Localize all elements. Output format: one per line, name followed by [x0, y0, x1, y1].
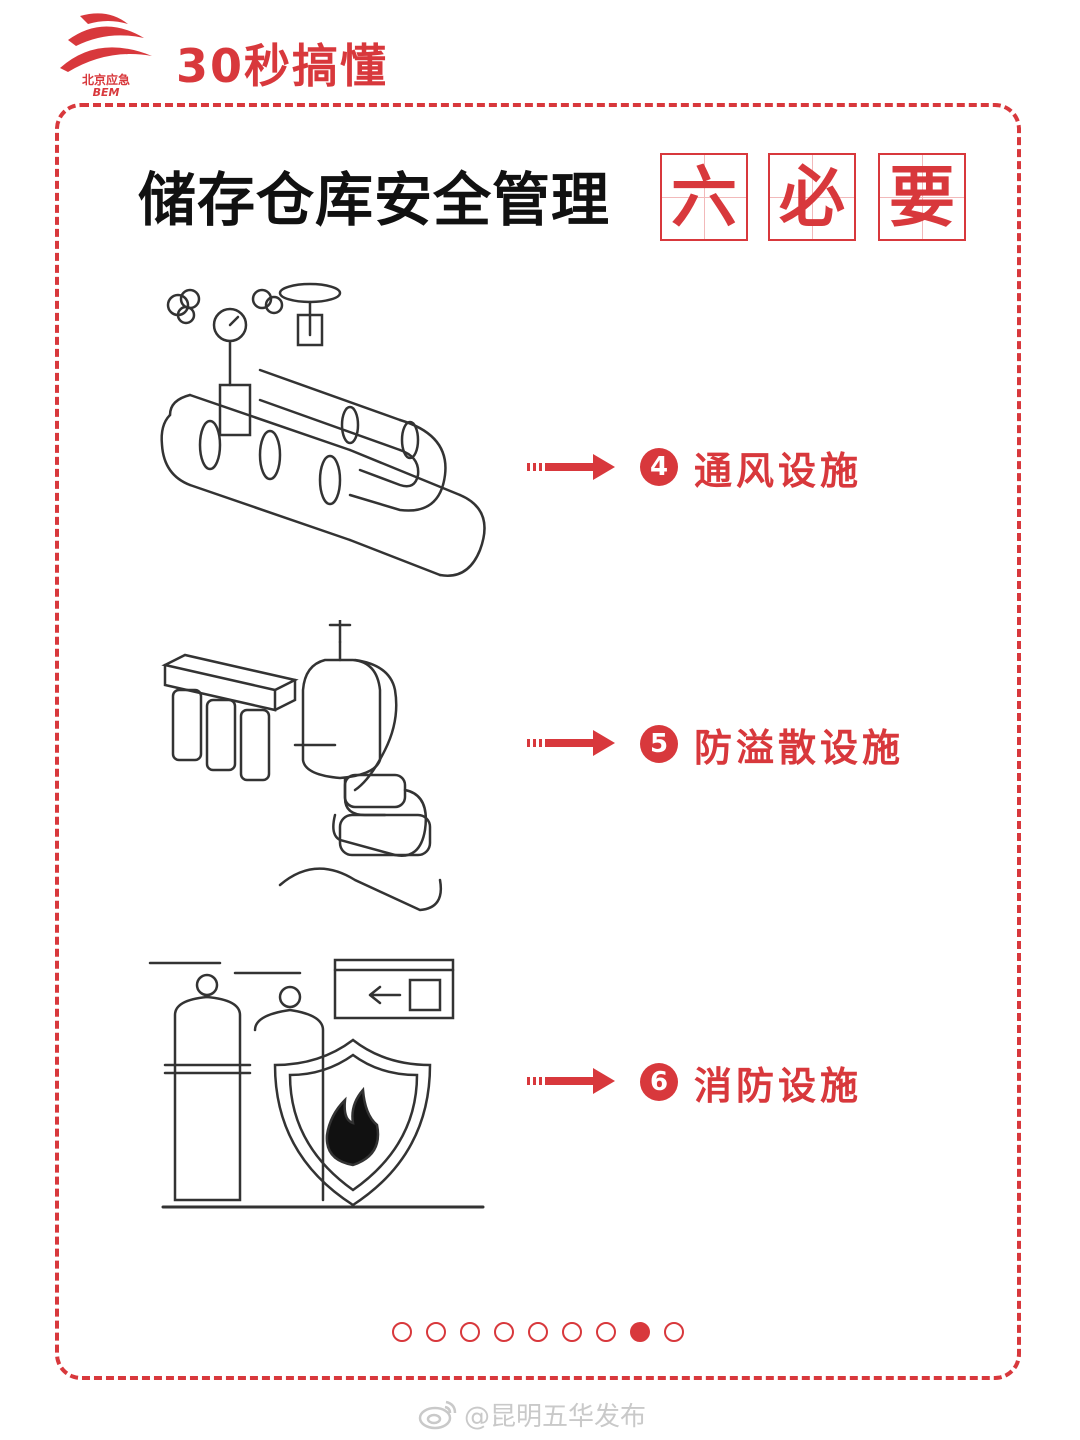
boxed-char-3: 要 [878, 153, 966, 241]
logo-text-top: 北京应急 [82, 72, 130, 87]
pagination-dot[interactable] [596, 1322, 616, 1342]
pagination-dot[interactable] [392, 1322, 412, 1342]
pagination-dot[interactable] [494, 1322, 514, 1342]
filters-and-tank-icon [155, 618, 455, 920]
pagination-dot[interactable] [460, 1322, 480, 1342]
item-label: 通风设施 [694, 448, 863, 493]
content-frame [55, 103, 1021, 1380]
item-number: 4 [640, 448, 678, 486]
header-title: 30秒搞懂 [176, 39, 389, 93]
bem-logo: 北京应急 BEM [58, 10, 154, 99]
item-label: 防溢散设施 [694, 725, 905, 770]
pagination-dot[interactable] [562, 1322, 582, 1342]
pagination-dot[interactable] [426, 1322, 446, 1342]
boxed-char-1: 六 [660, 153, 748, 241]
watermark-text: @昆明五华发布 [464, 1401, 647, 1432]
item-label: 消防设施 [694, 1063, 863, 1108]
pagination-dot[interactable] [528, 1322, 548, 1342]
arrow-right-icon [527, 454, 615, 480]
fire-extinguisher-and-shield-icon [145, 955, 485, 1215]
arrow-right-icon [527, 1068, 615, 1094]
pagination-dots [392, 1322, 684, 1342]
page-title: 储存仓库安全管理 [138, 166, 611, 234]
pipes-and-valves-icon [150, 275, 500, 595]
watermark: @昆明五华发布 [418, 1396, 646, 1432]
pagination-dot[interactable] [630, 1322, 650, 1342]
weibo-icon [418, 1400, 457, 1430]
logo-text-bottom: BEM [93, 86, 120, 96]
arrow-right-icon [527, 730, 615, 756]
item-anti-spill: 5 防溢散设施 [640, 722, 904, 770]
pagination-dot[interactable] [664, 1322, 684, 1342]
item-fire-protection: 6 消防设施 [640, 1060, 862, 1108]
item-number: 5 [640, 725, 678, 763]
item-ventilation: 4 通风设施 [640, 445, 862, 493]
item-number: 6 [640, 1063, 678, 1101]
boxed-char-2: 必 [768, 153, 856, 241]
